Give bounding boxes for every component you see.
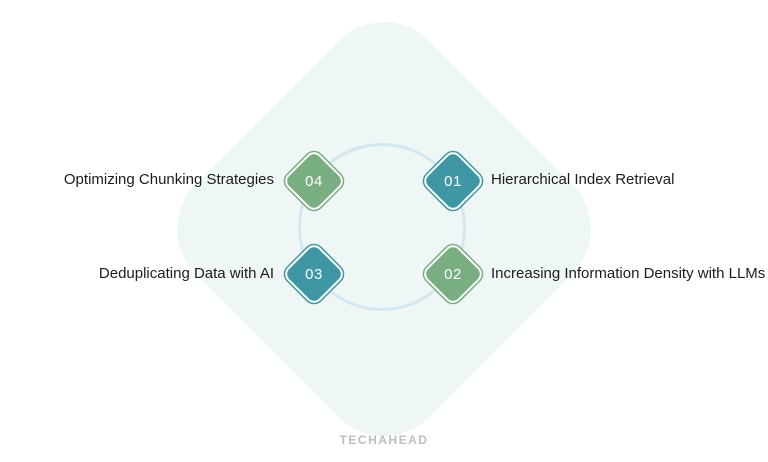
step-03-label: Deduplicating Data with AI	[98, 265, 274, 282]
center-ring	[298, 143, 466, 311]
step-03-badge: 03	[283, 243, 345, 305]
step-04-label: Optimizing Chunking Strategies	[63, 171, 274, 188]
step-02-number: 02	[444, 265, 462, 283]
step-01-badge: 01	[422, 150, 484, 212]
step-04-badge: 04	[283, 150, 345, 212]
step-04-number: 04	[305, 172, 323, 190]
step-03-number: 03	[305, 265, 323, 283]
step-02-badge: 02	[422, 243, 484, 305]
step-01-label: Hierarchical Index Retrieval	[491, 171, 675, 188]
step-01-number: 01	[444, 172, 462, 190]
step-02-label: Increasing Information Density with LLMs	[491, 265, 766, 282]
brand-logo-text: TECHAHEAD	[339, 433, 429, 447]
